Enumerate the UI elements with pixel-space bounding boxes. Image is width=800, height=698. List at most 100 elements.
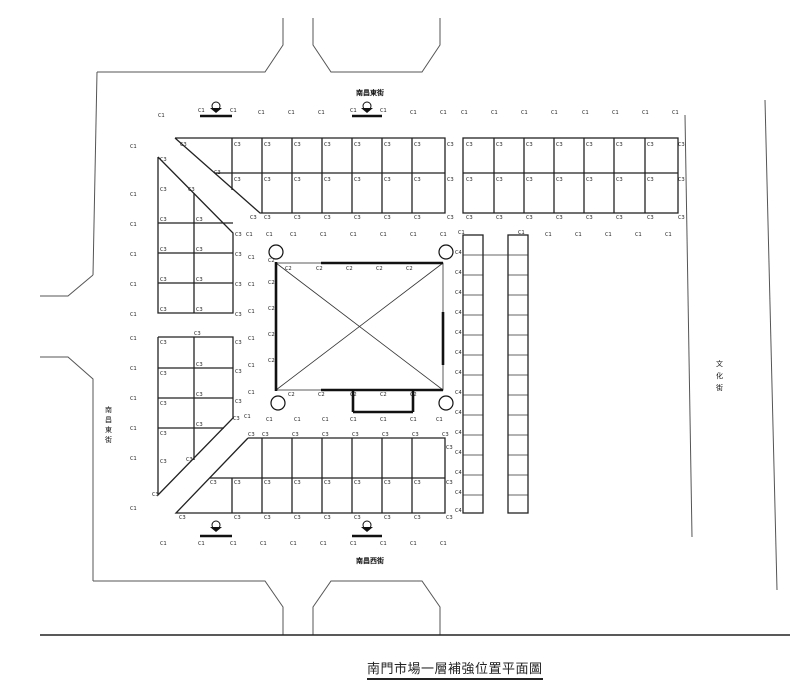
svg-text:C1: C1 <box>318 110 325 116</box>
svg-text:南: 南 <box>105 405 112 414</box>
svg-text:C3: C3 <box>235 252 242 258</box>
svg-text:C3: C3 <box>160 157 167 163</box>
svg-text:C2: C2 <box>268 332 275 338</box>
stall-block-west-upper <box>157 156 234 314</box>
svg-text:C2: C2 <box>316 266 323 272</box>
svg-text:C1: C1 <box>410 541 417 547</box>
svg-text:C3: C3 <box>586 142 593 148</box>
street-label-east: 文 化 街 <box>716 359 723 392</box>
svg-text:C2: C2 <box>268 358 275 364</box>
detail-circle-icon <box>268 244 454 411</box>
svg-text:C3: C3 <box>446 445 453 451</box>
svg-text:C3: C3 <box>160 307 167 313</box>
svg-text:C1: C1 <box>672 110 679 116</box>
svg-text:C4: C4 <box>455 410 462 416</box>
svg-text:C3: C3 <box>160 187 167 193</box>
svg-text:C1: C1 <box>605 232 612 238</box>
svg-text:C3: C3 <box>446 480 453 486</box>
svg-text:C3: C3 <box>324 480 331 486</box>
svg-text:C3: C3 <box>235 282 242 288</box>
svg-text:C3: C3 <box>214 170 221 176</box>
svg-text:C2: C2 <box>346 266 353 272</box>
svg-text:C4: C4 <box>455 350 462 356</box>
svg-text:C1: C1 <box>440 541 447 547</box>
svg-text:C1: C1 <box>665 232 672 238</box>
svg-text:C1: C1 <box>158 113 165 119</box>
svg-text:C3: C3 <box>160 459 167 465</box>
stall-block-north-west <box>174 137 446 214</box>
svg-text:C3: C3 <box>556 215 563 221</box>
svg-text:C1: C1 <box>436 417 443 423</box>
svg-text:C1: C1 <box>260 541 267 547</box>
svg-text:C1: C1 <box>320 232 327 238</box>
svg-text:C1: C1 <box>248 255 255 261</box>
svg-text:C4: C4 <box>455 290 462 296</box>
svg-text:C3: C3 <box>647 142 654 148</box>
svg-text:C3: C3 <box>180 142 187 148</box>
svg-text:C1: C1 <box>198 541 205 547</box>
svg-text:C3: C3 <box>412 432 419 438</box>
svg-text:C1: C1 <box>320 541 327 547</box>
svg-text:C1: C1 <box>458 230 465 236</box>
svg-text:C3: C3 <box>196 307 203 313</box>
svg-text:C3: C3 <box>196 362 203 368</box>
central-void <box>274 261 445 414</box>
svg-text:C1: C1 <box>130 282 137 288</box>
svg-text:C3: C3 <box>292 432 299 438</box>
svg-text:昌: 昌 <box>105 416 112 424</box>
svg-text:C1: C1 <box>410 232 417 238</box>
svg-text:C3: C3 <box>616 177 623 183</box>
svg-text:C1: C1 <box>266 232 273 238</box>
svg-text:街: 街 <box>105 435 112 444</box>
svg-text:C2: C2 <box>380 392 387 398</box>
svg-text:C2: C2 <box>285 266 292 272</box>
svg-text:C4: C4 <box>455 450 462 456</box>
svg-text:C3: C3 <box>647 215 654 221</box>
svg-text:C2: C2 <box>268 280 275 286</box>
svg-text:C3: C3 <box>678 177 685 183</box>
svg-text:C2: C2 <box>350 392 357 398</box>
svg-text:C3: C3 <box>556 177 563 183</box>
svg-text:C1: C1 <box>130 426 137 432</box>
svg-text:C3: C3 <box>466 177 473 183</box>
column-labels-c2: C2 C2 C2 C2 C2 C2 C2 C2 C2 C2 C2 C2 C2 C… <box>268 258 417 398</box>
svg-text:C3: C3 <box>447 142 454 148</box>
svg-text:C1: C1 <box>266 417 273 423</box>
svg-text:C1: C1 <box>410 110 417 116</box>
svg-text:C1: C1 <box>642 110 649 116</box>
svg-text:C3: C3 <box>160 247 167 253</box>
svg-text:C3: C3 <box>210 480 217 486</box>
svg-text:C3: C3 <box>196 277 203 283</box>
svg-text:C1: C1 <box>290 541 297 547</box>
svg-text:C3: C3 <box>526 177 533 183</box>
column-labels-c1: C1 C1 C1 C1 C1 C1 C1 C1 C1 C1 C1 C1 C1 C… <box>130 108 679 547</box>
svg-text:C3: C3 <box>179 515 186 521</box>
svg-text:東: 東 <box>105 425 112 434</box>
svg-text:C3: C3 <box>616 142 623 148</box>
svg-text:C1: C1 <box>440 110 447 116</box>
svg-text:C3: C3 <box>352 432 359 438</box>
svg-text:C1: C1 <box>130 192 137 198</box>
svg-text:C1: C1 <box>380 232 387 238</box>
svg-text:C3: C3 <box>235 340 242 346</box>
section-marker-icon <box>210 101 373 532</box>
svg-text:C1: C1 <box>461 110 468 116</box>
street-label-north: 南昌東街 <box>356 88 384 97</box>
svg-text:C3: C3 <box>354 515 361 521</box>
svg-text:C3: C3 <box>264 142 271 148</box>
svg-text:C1: C1 <box>612 110 619 116</box>
svg-text:C3: C3 <box>262 432 269 438</box>
svg-text:C3: C3 <box>324 215 331 221</box>
svg-text:C1: C1 <box>130 506 137 512</box>
svg-text:C1: C1 <box>518 230 525 236</box>
svg-text:C3: C3 <box>442 432 449 438</box>
svg-text:C1: C1 <box>130 312 137 318</box>
svg-text:C3: C3 <box>196 247 203 253</box>
svg-text:C2: C2 <box>318 392 325 398</box>
svg-text:C1: C1 <box>248 309 255 315</box>
svg-text:C3: C3 <box>264 177 271 183</box>
svg-text:C3: C3 <box>384 177 391 183</box>
svg-text:C3: C3 <box>264 515 271 521</box>
svg-text:C3: C3 <box>186 457 193 463</box>
svg-text:C4: C4 <box>455 330 462 336</box>
